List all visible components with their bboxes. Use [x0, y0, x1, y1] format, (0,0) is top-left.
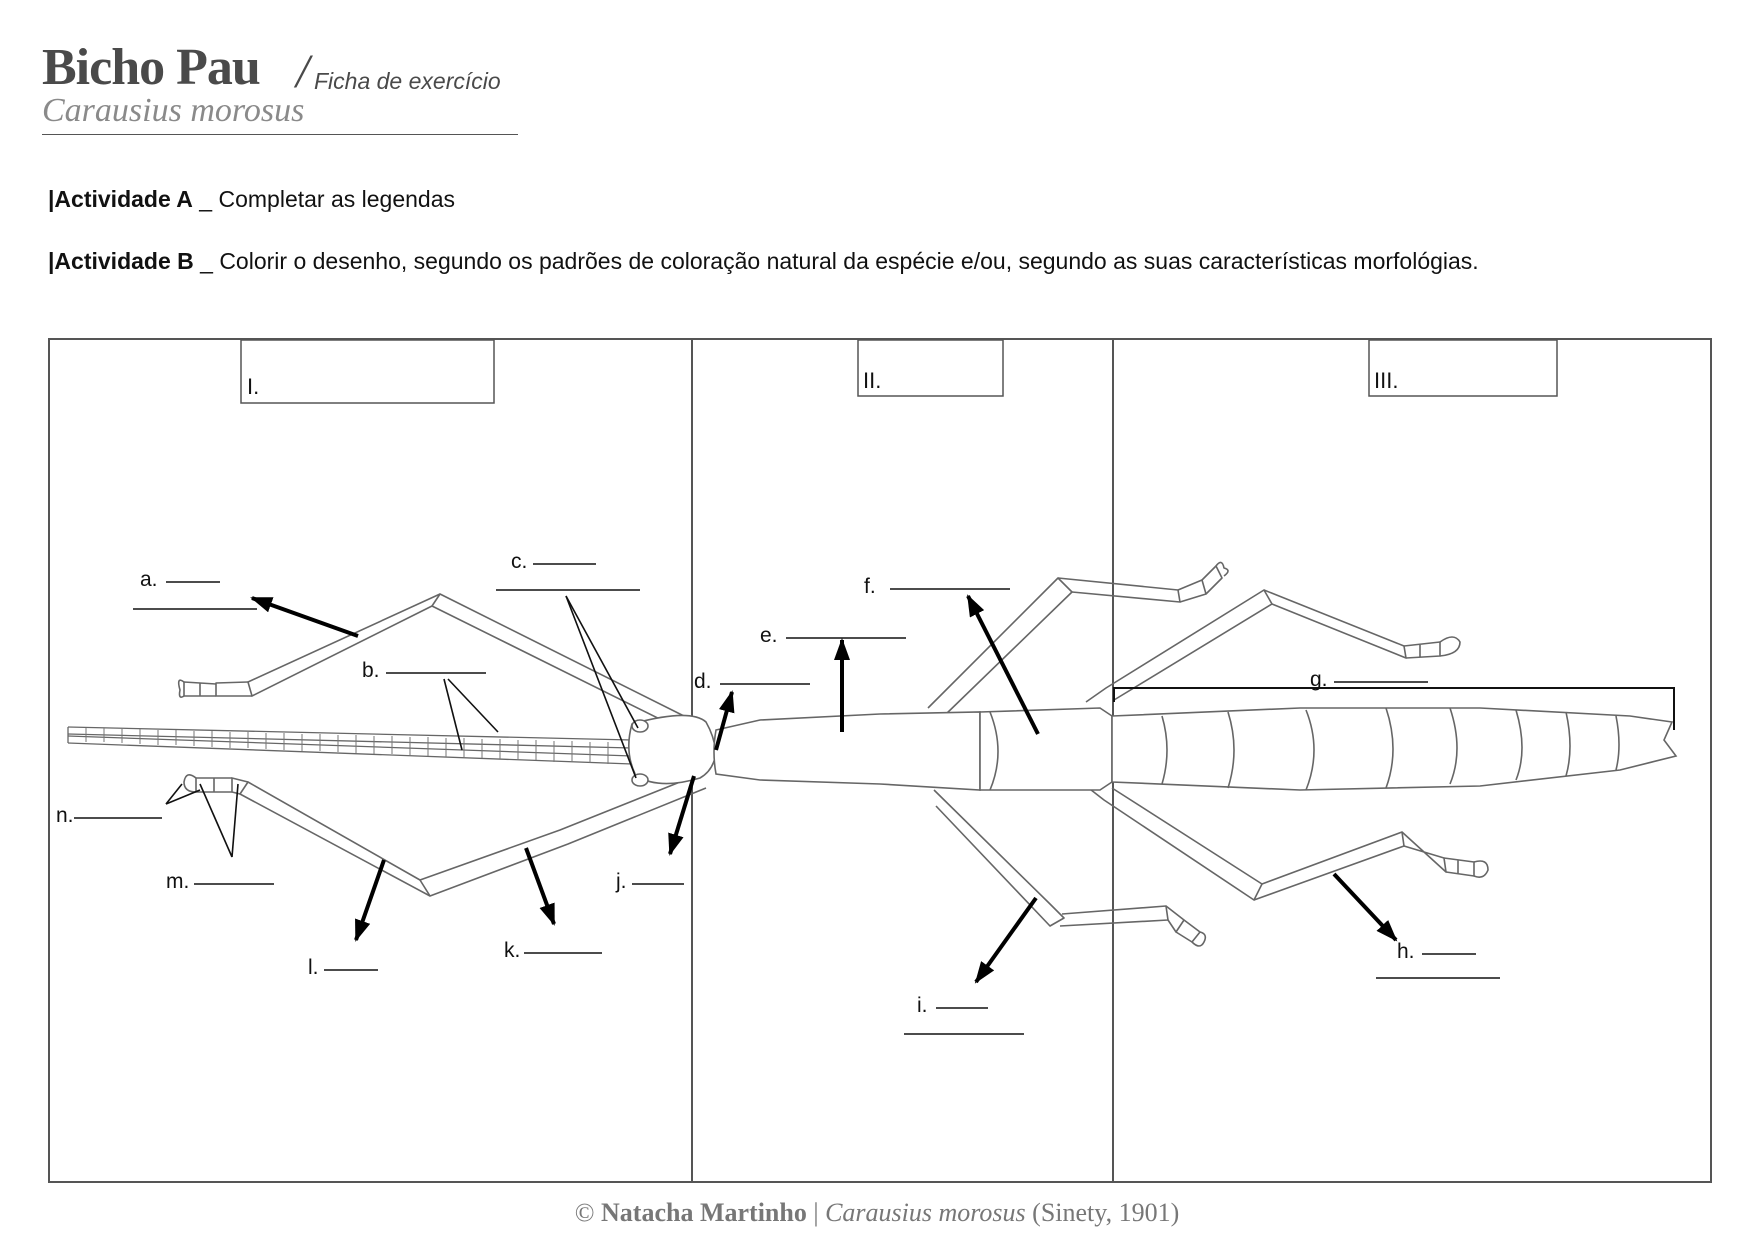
antennae — [68, 727, 632, 764]
section-box-2: II. — [858, 340, 1003, 396]
section-label-2: II. — [863, 368, 881, 393]
label-i: i. — [917, 994, 928, 1017]
author-name: Natacha Martinho — [601, 1198, 807, 1227]
footer-species: Carausius morosus — [825, 1198, 1026, 1227]
label-j: j. — [615, 870, 627, 893]
label-e: e. — [760, 624, 778, 647]
label-f: f. — [864, 575, 876, 598]
label-d: d. — [694, 670, 712, 693]
front-legs — [179, 594, 706, 896]
footer-separator: | — [807, 1198, 825, 1227]
section-box-1: I. — [241, 340, 494, 403]
label-lines — [74, 564, 1500, 1034]
label-g: g. — [1310, 668, 1328, 691]
thorax — [714, 708, 1112, 790]
label-n: n. — [56, 804, 74, 827]
label-a: a. — [140, 568, 158, 591]
label-k: k. — [504, 939, 520, 962]
section-box-3: III. — [1369, 340, 1557, 396]
label-m: m. — [166, 870, 189, 893]
label-arrows — [252, 596, 1396, 982]
head — [629, 715, 716, 786]
section-label-1: I. — [247, 374, 259, 399]
label-l: l. — [308, 956, 319, 979]
label-c: c. — [511, 550, 527, 573]
label-b: b. — [362, 659, 380, 682]
copyright-symbol: © — [575, 1198, 601, 1227]
abdomen — [1112, 708, 1676, 790]
footer-citation: (Sinety, 1901) — [1026, 1198, 1180, 1227]
label-h: h. — [1397, 940, 1415, 963]
footer-credit: © Natacha Martinho | Carausius morosus (… — [0, 1198, 1754, 1228]
section-label-3: III. — [1374, 368, 1398, 393]
